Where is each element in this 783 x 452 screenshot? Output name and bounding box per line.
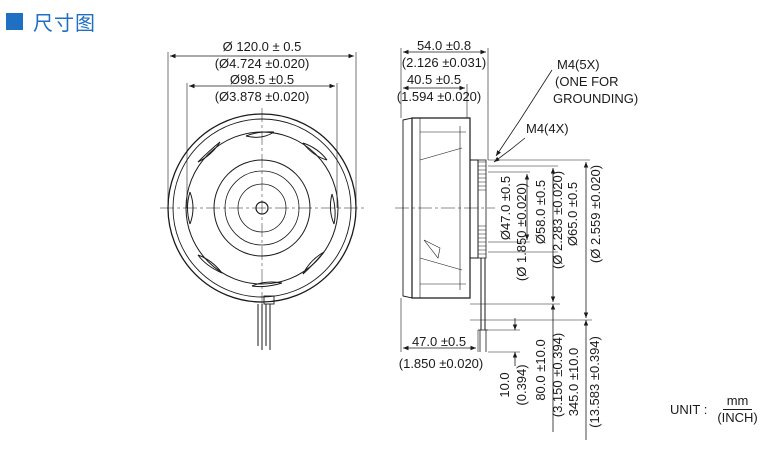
unit-inch: (INCH) (717, 410, 758, 425)
width-40-inch: (1.594 ±0.020) (397, 89, 481, 104)
cable-10-mm: 10.0 (497, 372, 512, 397)
unit-mm: mm (722, 393, 753, 410)
outer-diameter-mm: Ø 120.0 ± 0.5 (223, 39, 302, 54)
inner-diameter-mm: Ø98.5 ±0.5 (230, 72, 294, 87)
unit-fraction: mm (INCH) (713, 393, 761, 426)
m4-4x-label: M4(4X) (526, 121, 569, 136)
diameter-65-mm: Ø65.0 ±0.5 (565, 182, 580, 246)
cable-345-mm: 345.0 ±10.0 (566, 348, 581, 417)
diameter-47-inch: (Ø 1.850 ±0.020) (514, 183, 529, 281)
square-bullet-icon (6, 12, 23, 30)
width-47-inch: (1.850 ±0.020) (399, 356, 483, 371)
front-view (160, 52, 364, 350)
cable-345-inch: (13.583 ±0.394) (587, 336, 602, 428)
section-title: 尺寸图 (33, 10, 96, 35)
width-54-mm: 54.0 ±0.8 (417, 38, 471, 53)
side-view (395, 48, 592, 440)
width-54-inch: (2.126 ±0.031) (402, 55, 486, 70)
diameter-65-inch: (Ø 2.559 ±0.020) (588, 165, 603, 263)
m4-4x-leader (493, 137, 526, 163)
diameter-58-inch: (Ø 2.283 ±0.020) (550, 171, 565, 269)
cable-80-mm: 80.0 ±10.0 (533, 339, 548, 400)
cable-80-inch: (3.150 ±0.394) (550, 333, 565, 417)
width-40-mm: 40.5 ±0.5 (407, 72, 461, 87)
diameter-47-mm: Ø47.0 ±0.5 (498, 176, 513, 240)
section-header: 尺寸图 (6, 6, 96, 36)
inner-diameter-inch: (Ø3.878 ±0.020) (215, 89, 310, 104)
diameter-58-mm: Ø58.0 ±0.5 (533, 180, 548, 244)
m4-5x-leader (495, 69, 553, 157)
cable-10-inch: (0.394) (514, 364, 529, 405)
m4-5x-label-note: (ONE FOR (555, 74, 619, 89)
m4-5x-label: M4(5X) (557, 57, 600, 72)
unit-label: UNIT : (670, 402, 708, 417)
m4-5x-label-grounding: GROUNDING) (553, 91, 638, 106)
unit-legend: UNIT : mm (INCH) (670, 393, 762, 426)
width-47-mm: 47.0 ±0.5 (412, 334, 466, 349)
outer-diameter-inch: (Ø4.724 ±0.020) (215, 56, 310, 71)
